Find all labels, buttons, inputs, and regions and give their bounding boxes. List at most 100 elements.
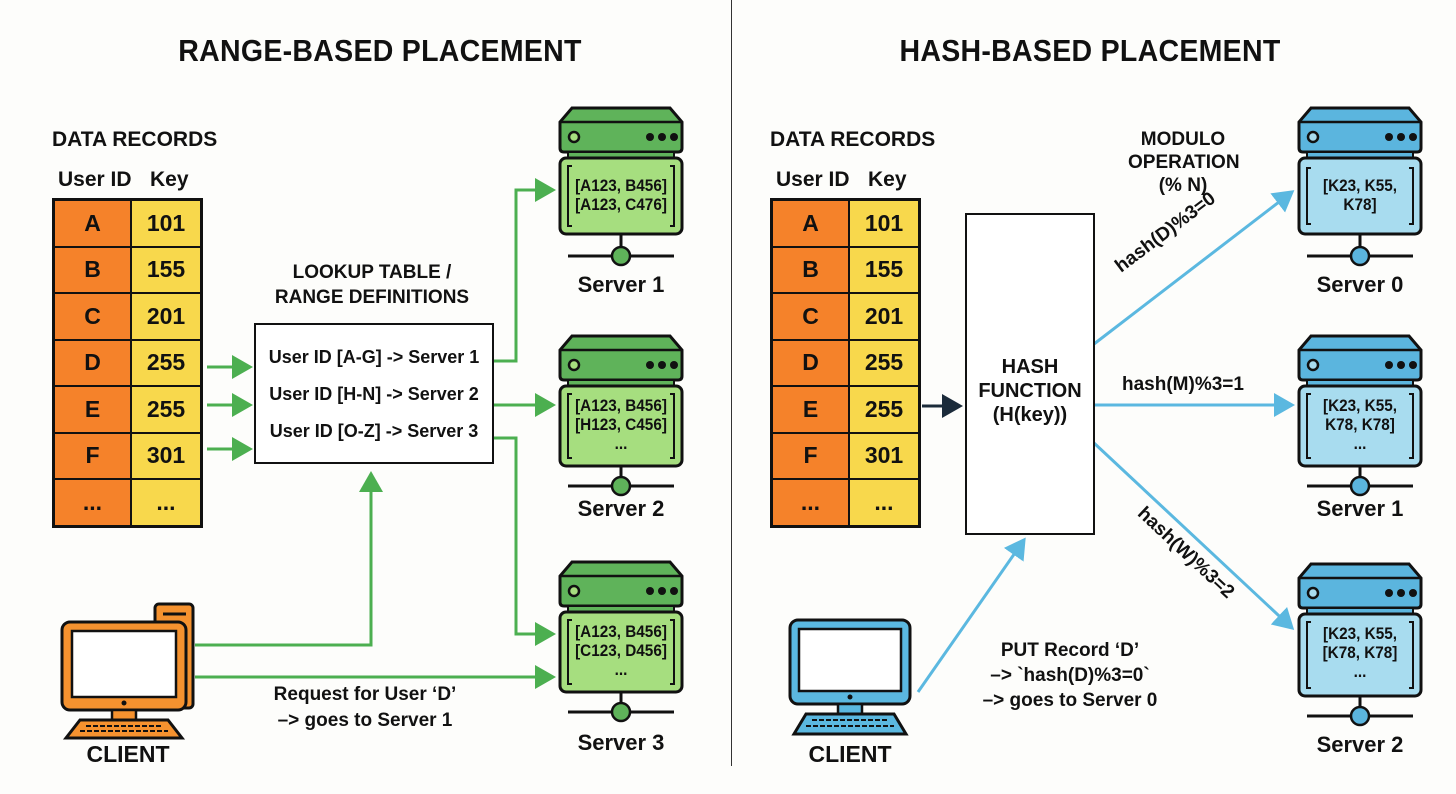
range-col-key: Key [150,168,189,191]
server-label: Server 0 [1316,272,1404,297]
hash-function-box: HASH FUNCTION (H(key)) [965,213,1095,535]
user-id-cell: C [770,292,850,341]
modulo-line3: (% N) [1158,175,1208,196]
key-cell: ... [848,478,921,527]
user-id-cell: A [52,198,132,248]
range-col-user: User ID [58,168,132,191]
server-data: [A123, B456] [H123, C456] ... [575,396,667,453]
put-line3: –> goes to Server 0 [982,690,1158,711]
key-cell: 155 [130,245,203,294]
user-id-cell: F [770,431,850,480]
server-data: [A123, B456] [A123, C476] [575,176,667,214]
user-id-cell: C [52,292,132,341]
server-icon [558,334,684,497]
modulo-line1: MODULO [1140,129,1226,150]
server-data: [K23, K55, K78, K78] ... [1323,396,1397,453]
key-cell: 255 [130,385,203,434]
arrow-hash-to-server2 [1092,441,1295,631]
arrow-lookup-to-server1 [494,178,556,363]
user-id-cell: ... [52,478,132,527]
server-data: [K23, K55, [K78, K78] ... [1322,624,1398,681]
hash-server-0: [K23, K55, K78] [1297,106,1423,271]
server-data: [A123, B456] [C123, D456] ... [575,622,667,679]
server-icon [1297,106,1423,267]
range-server-2: [A123, B456] [H123, C456] ... [558,334,684,499]
hash-server-2: [K23, K55, [K78, K78] ... [1297,562,1423,727]
range-server-3: [A123, B456] [C123, D456] ... [558,560,684,725]
request-line1: Request for User ‘D’ [273,684,457,705]
hash-client [788,618,918,743]
modulo-label: MODULO OPERATION (% N) [1128,128,1240,197]
user-id-cell: ... [770,478,850,527]
lookup-rule: User ID [H-N] -> Server 2 [269,384,479,404]
computer-icon [788,618,912,736]
user-id-cell: A [770,198,850,248]
server-label: Server 2 [1316,732,1404,757]
lookup-table-box: User ID [A-G] -> Server 1 User ID [H-N] … [254,323,494,464]
key-cell: 301 [130,431,203,480]
range-title: RANGE-BASED PLACEMENT [178,33,582,68]
user-id-cell: F [52,431,132,480]
arrow-client-to-hash [916,537,1026,693]
put-line2: –> `hash(D)%3=0` [990,665,1150,686]
hash-col-user: User ID [776,168,850,191]
hash-records-title: DATA RECORDS [770,128,936,151]
lookup-rule: User ID [A-G] -> Server 1 [268,347,480,367]
key-cell: 201 [130,292,203,341]
server-data: [K23, K55, K78] [1323,176,1397,214]
range-server-1: [A123, B456] [A123, C476] [558,106,684,271]
key-cell: 101 [130,198,203,248]
edge-label-1: hash(M)%3=1 [1122,374,1244,395]
arrow-lookup-to-server3 [494,436,556,646]
section-divider [731,0,732,766]
key-cell: 255 [848,385,921,434]
server-icon [1297,562,1423,727]
hash-client-label: CLIENT [808,741,892,767]
computer-icon [60,602,195,740]
arrow-client-to-lookup [195,471,383,647]
key-cell: 101 [848,198,921,248]
hash-title: HASH-BASED PLACEMENT [899,33,1281,68]
server-label: Server 1 [577,272,665,297]
server-label: Server 2 [577,496,665,521]
lookup-title-line2: RANGE DEFINITIONS [274,287,470,308]
hash-fn-line1: HASH [1001,356,1059,378]
server-icon [558,106,684,267]
key-cell: 301 [848,431,921,480]
range-client [60,600,200,745]
user-id-cell: D [770,338,850,387]
user-id-cell: E [770,385,850,434]
request-line2: –> goes to Server 1 [277,710,453,731]
range-client-label: CLIENT [86,741,170,767]
server-label: Server 1 [1316,496,1404,521]
arrow-hash-to-server0 [1093,190,1295,346]
modulo-line2: OPERATION [1128,152,1240,173]
put-line1: PUT Record ‘D’ [1000,640,1140,661]
hash-col-key: Key [868,168,907,191]
hash-fn-line2: FUNCTION [978,380,1082,402]
server-icon [558,560,684,723]
key-cell: 255 [848,338,921,387]
table-row: ...... [52,478,203,527]
lookup-title-line1: LOOKUP TABLE / [292,262,452,283]
range-records-title: DATA RECORDS [52,128,218,151]
server-label: Server 3 [577,730,665,755]
key-cell: 201 [848,292,921,341]
user-id-cell: B [52,245,132,294]
lookup-rule: User ID [O-Z] -> Server 3 [269,421,479,441]
